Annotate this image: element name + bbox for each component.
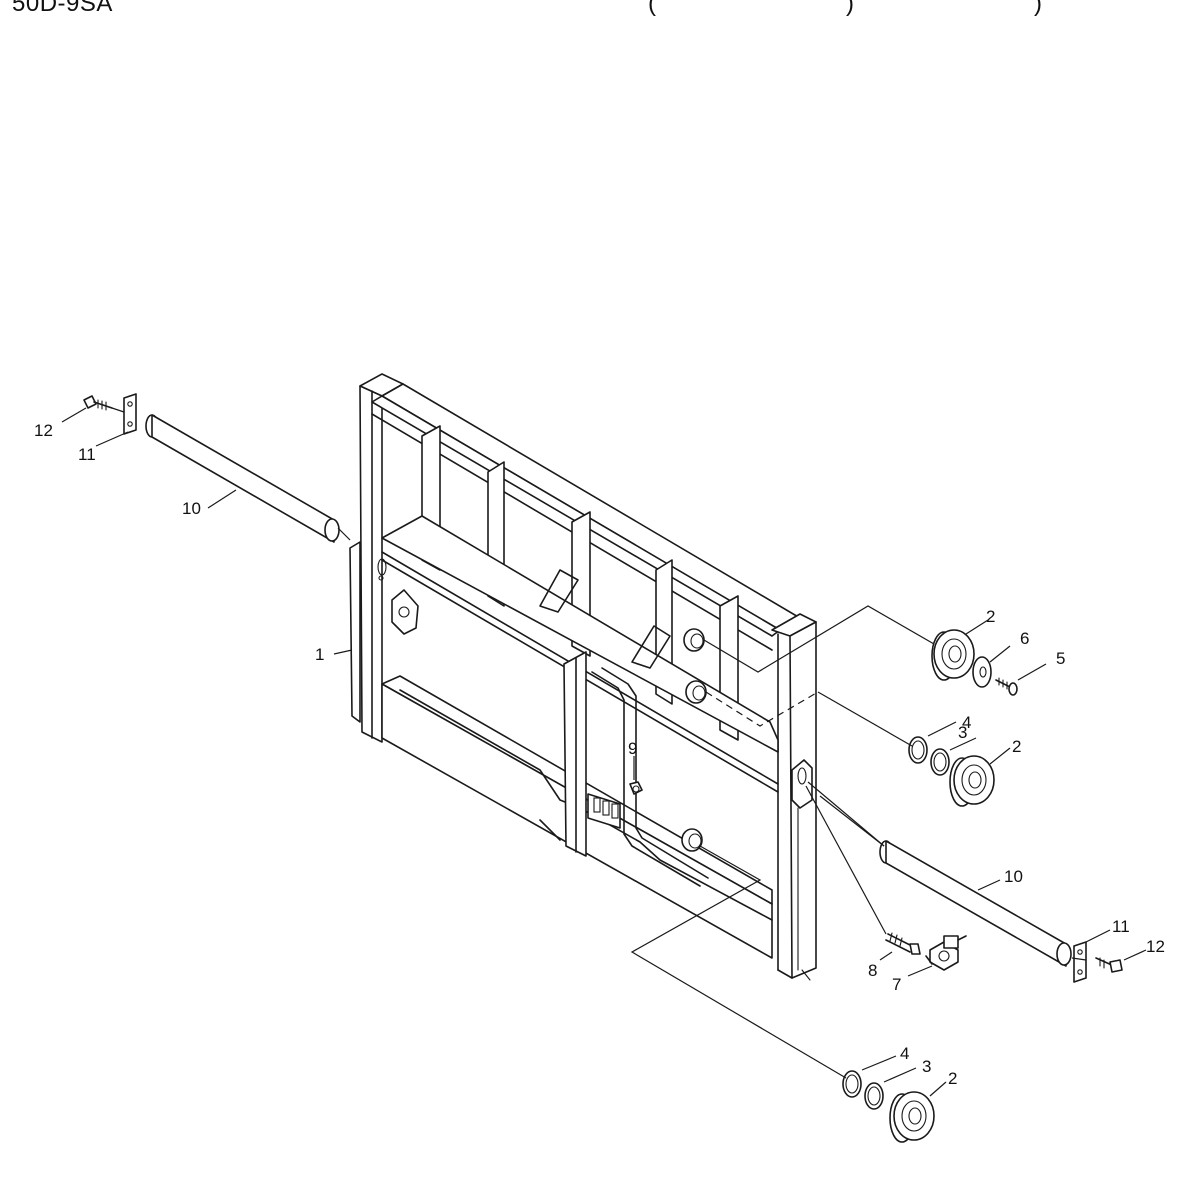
lower-roller: [889, 1091, 935, 1143]
callout-9: 9: [628, 739, 637, 758]
header-fragment-mid: ): [846, 0, 854, 17]
callout-1: 1: [315, 645, 324, 664]
callout-labels: 1 2 2 2 3 3 4 4 5 6 7 8 9 10 10 11 11 12…: [34, 421, 1165, 1088]
callout-8: 8: [868, 961, 877, 980]
carriage-frame: [349, 373, 817, 981]
middle-ring-3: [930, 748, 950, 776]
fitting-9: [629, 781, 643, 795]
left-plate: [123, 393, 137, 435]
upper-spacer: [972, 656, 992, 688]
callout-12-left: 12: [34, 421, 53, 440]
bolt-8: [885, 932, 921, 955]
callout-7: 7: [892, 975, 901, 994]
lower-ring-3: [864, 1082, 884, 1110]
upper-bolt: [995, 677, 1018, 696]
fitting-7: [925, 935, 967, 971]
model-code: 50D-9SA: [12, 0, 113, 17]
callout-2-lower: 2: [948, 1069, 957, 1088]
header-fragment: ()): [648, 0, 1098, 17]
header-fragment-left: (: [648, 0, 656, 17]
right-plate: [1073, 941, 1087, 983]
callout-3-middle: 3: [958, 723, 967, 742]
middle-ring-4: [908, 736, 928, 764]
callout-10-right: 10: [1004, 867, 1023, 886]
upper-roller: [931, 629, 975, 681]
callout-6: 6: [1020, 629, 1029, 648]
assembly-lines: [111, 407, 1087, 1079]
callout-12-right: 12: [1146, 937, 1165, 956]
callout-leaders: [61, 407, 1147, 1097]
callout-10-left: 10: [182, 499, 201, 518]
callout-4-lower: 4: [900, 1044, 909, 1063]
left-shaft: [145, 414, 340, 543]
callout-4-middle: 4: [962, 713, 971, 732]
callout-3-lower: 3: [922, 1057, 931, 1076]
callout-11-right: 11: [1112, 917, 1130, 936]
middle-roller: [949, 755, 995, 807]
lower-ring-4: [842, 1070, 862, 1098]
callout-5: 5: [1056, 649, 1065, 668]
callout-2-upper: 2: [986, 607, 995, 626]
right-bolt: [1095, 957, 1123, 973]
left-bolt: [83, 395, 113, 411]
callout-11-left: 11: [78, 445, 96, 464]
right-shaft: [879, 840, 1072, 967]
callout-2-middle: 2: [1012, 737, 1021, 756]
header-fragment-right: ): [1034, 0, 1042, 17]
